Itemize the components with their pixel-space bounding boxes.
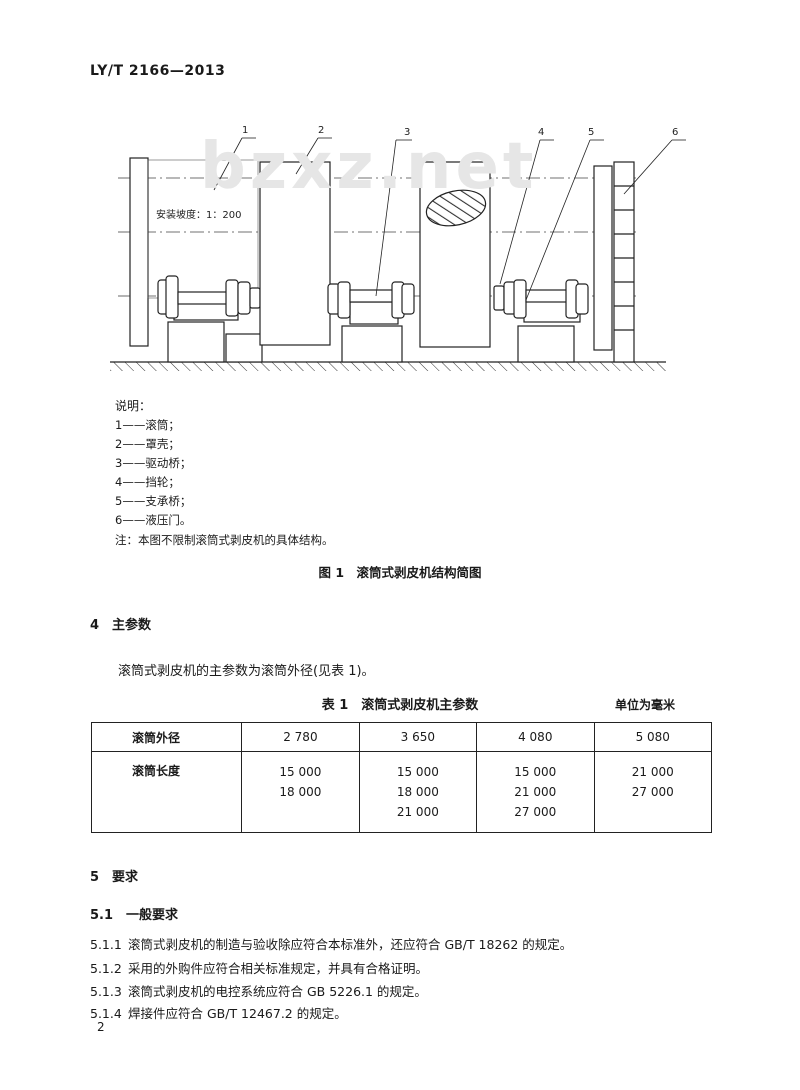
page-number: 2: [97, 1020, 105, 1034]
callout-4: 4: [538, 127, 544, 138]
callout-6: 6: [672, 127, 678, 138]
callout-5: 5: [588, 127, 594, 138]
callout-1: 1: [242, 125, 248, 136]
roller-group-left: [157, 275, 261, 321]
clause-text: 焊接件应符合 GB/T 12467.2 的规定。: [128, 1006, 347, 1021]
callout-2: 2: [318, 125, 324, 136]
length-cell: 15 000 21 000 27 000: [476, 751, 595, 833]
slope-label: 安装坡度：1：200: [156, 208, 241, 221]
length-value: 15 000: [514, 765, 557, 779]
clause-text: 滚筒式剥皮机的电控系统应符合 GB 5226.1 的规定。: [128, 984, 427, 999]
callout-3: 3: [404, 127, 410, 138]
debarker-structure-diagram: 安装坡度：1：200 1 2 3 4 5 6: [110, 125, 686, 371]
drive-bridge-pier: [341, 325, 403, 363]
length-value: 15 000: [279, 765, 322, 779]
clause-number: 5.1.4: [90, 1006, 122, 1021]
clause-number: 5.1.2: [90, 961, 122, 976]
table-caption: 表 1 滚筒式剥皮机主参数: [321, 698, 479, 713]
table-row: 滚筒外径 2 780 3 650 4 080 5 080: [90, 722, 712, 752]
diameter-cell: 4 080: [476, 722, 595, 752]
parameters-table: 滚筒外径 2 780 3 650 4 080 5 080 滚筒长度 15 000…: [90, 722, 712, 833]
section-4-title: 4 主参数: [90, 618, 152, 633]
legend-item: 1——滚筒；: [115, 418, 180, 432]
legend-item: 6——液压门。: [115, 513, 192, 527]
table-unit: 单位为毫米: [615, 698, 676, 712]
support-base-left: [225, 333, 263, 363]
length-value: 15 000: [396, 765, 439, 779]
ground-line: [110, 361, 666, 371]
length-value: 18 000: [396, 785, 439, 799]
length-value: 21 000: [631, 765, 674, 779]
table-row: 滚筒长度 15 000 18 000 15 000 18 000 21 000 …: [90, 751, 712, 833]
length-value: 21 000: [514, 785, 557, 799]
length-value: 27 000: [514, 805, 557, 819]
drum-end-ring-right: [593, 165, 613, 351]
drive-bridge-rollers: [327, 281, 415, 325]
housing-left: [259, 161, 331, 346]
clause: 5.1.4 焊接件应符合 GB/T 12467.2 的规定。: [90, 1003, 347, 1022]
roller-group-right: [493, 279, 589, 323]
row-label-length: 滚筒长度: [90, 751, 243, 833]
diameter-cell: 5 080: [593, 722, 712, 752]
section-5-title: 5 要求: [90, 870, 139, 885]
clause-number: 5.1.1: [90, 937, 122, 952]
clause-number: 5.1.3: [90, 984, 122, 999]
legend-item: 2——罩壳；: [115, 437, 180, 451]
clause: 5.1.3 滚筒式剥皮机的电控系统应符合 GB 5226.1 的规定。: [90, 981, 427, 1000]
hydraulic-gate: [613, 161, 635, 363]
diameter-cell: 3 650: [358, 722, 478, 752]
legend-item: 4——挡轮；: [115, 475, 180, 489]
length-cell: 21 000 27 000: [593, 751, 712, 833]
support-bridge-pier: [517, 325, 575, 363]
clause: 5.1.1 滚筒式剥皮机的制造与验收除应符合本标准外，还应符合 GB/T 1826…: [90, 934, 572, 953]
diameter-cell: 2 780: [241, 722, 360, 752]
length-value: 18 000: [279, 785, 322, 799]
legend-title: 说明：: [115, 399, 152, 413]
support-pier-left: [167, 321, 225, 363]
watermark: bzxz.net: [200, 130, 538, 204]
section-5-1-title: 5.1 一般要求: [90, 908, 179, 923]
figure-note: 注：本图不限制滚筒式剥皮机的具体结构。: [115, 533, 334, 547]
length-cell: 15 000 18 000 21 000: [358, 751, 478, 833]
legend-item: 5——支承桥；: [115, 494, 192, 508]
section-4-text: 滚筒式剥皮机的主参数为滚筒外径(见表 1)。: [118, 664, 375, 679]
clause-text: 采用的外购件应符合相关标准规定，并具有合格证明。: [128, 961, 429, 976]
clause-text: 滚筒式剥皮机的制造与验收除应符合本标准外，还应符合 GB/T 18262 的规定…: [128, 937, 573, 952]
drum-end-ring-left: [129, 157, 149, 347]
leader-lines: [213, 137, 686, 301]
length-cell: 15 000 18 000: [241, 751, 360, 833]
inspection-window: [425, 189, 487, 227]
standard-code: LY/T 2166—2013: [90, 63, 226, 79]
row-label-diameter: 滚筒外径: [90, 722, 243, 752]
clause: 5.1.2 采用的外购件应符合相关标准规定，并具有合格证明。: [90, 958, 428, 977]
figure-caption: 图 1 滚筒式剥皮机结构简图: [318, 565, 482, 580]
length-value: 21 000: [396, 805, 439, 819]
legend-item: 3——驱动桥；: [115, 456, 192, 470]
length-value: 27 000: [631, 785, 674, 799]
